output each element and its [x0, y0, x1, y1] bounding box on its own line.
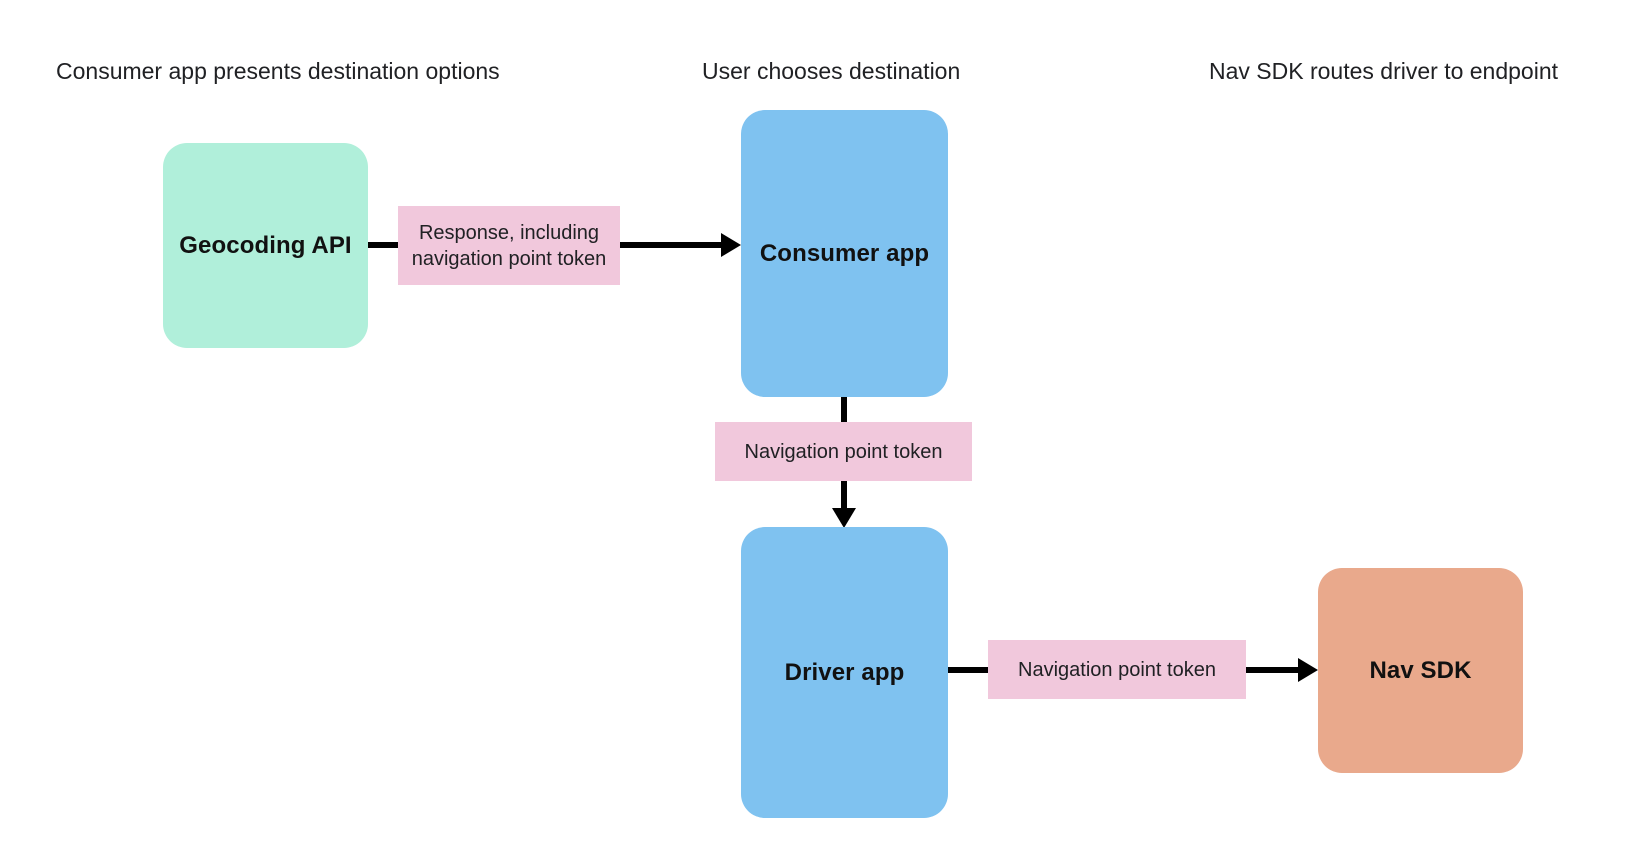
node-consumer-app[interactable]: Consumer app — [741, 110, 948, 397]
edge-label-consumer-to-driver-text: Navigation point token — [744, 440, 943, 463]
arrow-head-icon — [832, 508, 856, 528]
edge-label-consumer-to-driver: Navigation point token — [715, 422, 972, 481]
arrow-head-icon — [721, 233, 741, 257]
connector-line — [841, 479, 847, 512]
edge-label-geocoding-response-text: Response, including navigation point tok… — [411, 221, 607, 270]
edge-label-driver-to-navsdk: Navigation point token — [988, 640, 1246, 699]
node-geocoding-api[interactable]: Geocoding API — [163, 143, 368, 348]
connector-line — [944, 667, 990, 673]
connector-line — [366, 242, 402, 248]
column-header-nav-sdk-routes-driver: Nav SDK routes driver to endpoint — [1209, 58, 1559, 84]
connector-line — [1244, 667, 1302, 673]
node-consumer-app-label: Consumer app — [759, 239, 930, 267]
connector-line — [618, 242, 723, 248]
node-driver-app-label: Driver app — [784, 658, 905, 686]
column-header-user-chooses-destination: User chooses destination — [702, 58, 961, 84]
node-nav-sdk-label: Nav SDK — [1369, 656, 1472, 684]
edge-label-driver-to-navsdk-text: Navigation point token — [1018, 658, 1216, 681]
column-header-consumer-app-presents: Consumer app presents destination option… — [56, 58, 500, 84]
connector-line — [841, 395, 847, 425]
node-nav-sdk[interactable]: Nav SDK — [1318, 568, 1523, 773]
node-driver-app[interactable]: Driver app — [741, 527, 948, 818]
node-geocoding-api-label: Geocoding API — [179, 231, 352, 259]
edge-label-geocoding-response: Response, including navigation point tok… — [398, 206, 620, 285]
arrow-head-icon — [1298, 658, 1318, 682]
